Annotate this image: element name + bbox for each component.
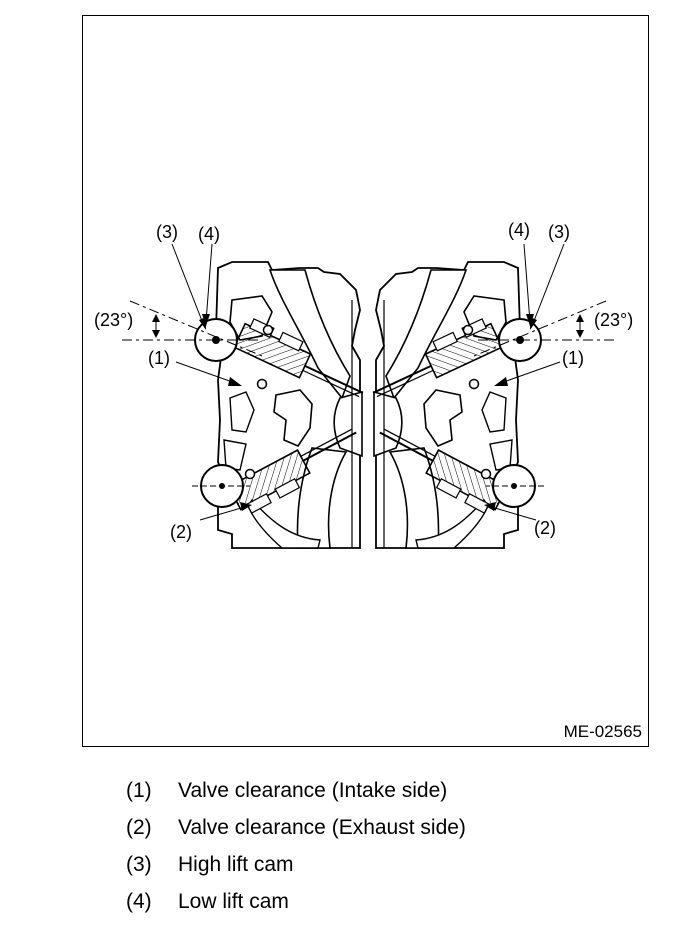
legend-item: (2) Valve clearance (Exhaust side) [126,809,466,846]
callout-3-right: (3) [548,222,570,242]
legend-text: Low lift cam [178,889,289,913]
legend-number: (3) [126,852,152,876]
legend-item: (4) Low lift cam [126,883,466,920]
legend-text: Valve clearance (Exhaust side) [178,815,466,839]
legend-number: (4) [126,889,152,913]
legend-text: Valve clearance (Intake side) [178,778,448,802]
legend-item: (3) High lift cam [126,846,466,883]
callout-1-left: (1) [148,348,170,368]
left-cylinder-head [121,243,373,549]
legend-text: High lift cam [178,852,294,876]
figure-frame: ME-02565 [82,15,649,747]
legend-item: (1) Valve clearance (Intake side) [126,772,466,809]
callout-3-left: (3) [156,222,178,242]
legend-number: (1) [126,778,152,802]
figure-id: ME-02565 [563,722,642,741]
angle-label-right: (23°) [594,310,633,330]
legend: (1) Valve clearance (Intake side) (2) Va… [126,772,466,920]
callout-4-left: (4) [198,224,220,244]
cylinder-head-diagram: (3) (4) (23°) (1) (2) (4) (3) (23°) (1) … [94,220,633,549]
callout-1-right: (1) [562,348,584,368]
angle-label-left: (23°) [94,310,133,330]
callout-2-left: (2) [170,522,192,542]
right-cylinder-head [363,243,615,549]
callout-2-right: (2) [534,518,556,538]
legend-number: (2) [126,815,152,839]
callout-4-right: (4) [508,220,530,240]
